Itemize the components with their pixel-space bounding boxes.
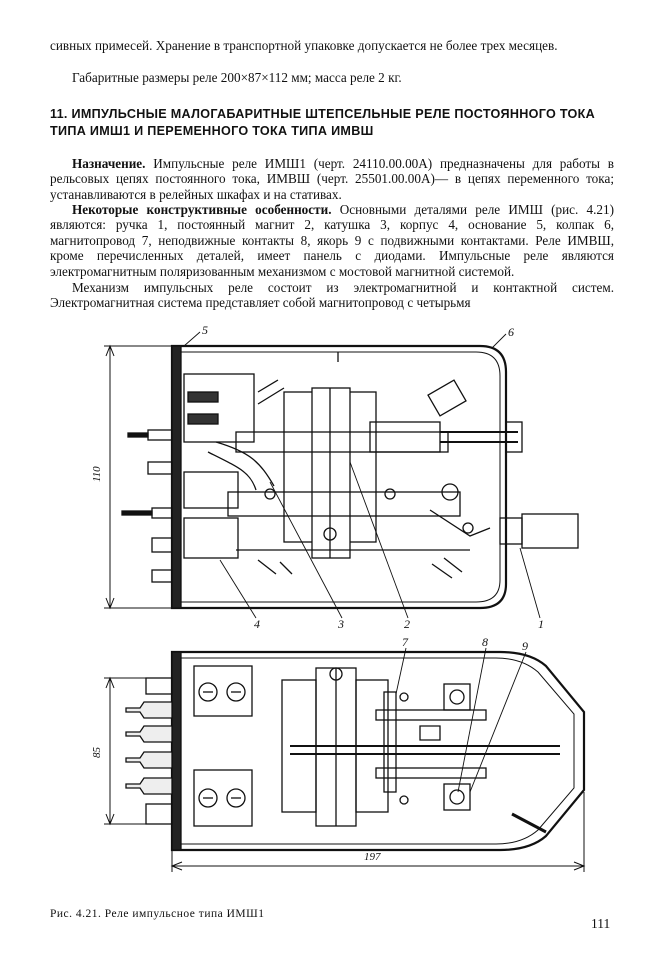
- callout-leaders-top: [183, 331, 541, 619]
- callout-9: 9: [522, 639, 528, 653]
- features-label: Некоторые конструктивные особенности.: [72, 202, 332, 217]
- continued-paragraph: сивных примесей. Хранение в транспортной…: [50, 38, 558, 53]
- purpose-paragraph: Назначение. Импульсные реле ИМШ1 (черт. …: [50, 156, 614, 202]
- callout-4: 4: [254, 617, 260, 631]
- features-paragraph: Некоторые конструктивные особенности. Ос…: [50, 202, 614, 279]
- purpose-label: Назначение.: [72, 156, 146, 171]
- relay-side-view: [121, 344, 579, 610]
- dimension-110: [104, 344, 172, 610]
- page-number: 111: [591, 916, 611, 931]
- dimension-197: [170, 792, 586, 872]
- callout-7: 7: [402, 635, 409, 649]
- callout-1: 1: [538, 617, 544, 631]
- dimension-85: [104, 676, 146, 826]
- callout-8: 8: [482, 635, 488, 649]
- callout-5: 5: [202, 323, 208, 337]
- section-heading: 11. ИМПУЛЬСНЫЕ МАЛОГАБАРИТНЫЕ ШТЕПСЕЛЬНЫ…: [50, 107, 596, 138]
- dimension-85-label: 85: [91, 747, 103, 759]
- callout-leaders-bottom: [395, 647, 527, 793]
- figure-caption: Рис. 4.21. Реле импульсное типа ИМШ1: [50, 908, 265, 920]
- dimension-197-label: 197: [364, 851, 381, 863]
- mechanism-paragraph: Механизм импульсных реле состоит из элек…: [50, 280, 614, 311]
- features-text: Основными деталями реле ИМШ (рис. 4.21) …: [50, 202, 614, 279]
- callout-3: 3: [337, 617, 344, 631]
- relay-drawing: 110 5 6 1 2 3 4: [91, 323, 586, 872]
- dimension-110-label: 110: [91, 466, 103, 482]
- dimensions-paragraph: Габаритные размеры реле 200×87×112 мм; м…: [72, 70, 402, 85]
- purpose-text: Импульсные реле ИМШ1 (черт. 24110.00.00А…: [50, 156, 614, 202]
- relay-top-view: [125, 650, 586, 852]
- callout-2: 2: [404, 617, 410, 631]
- callout-6: 6: [508, 325, 514, 339]
